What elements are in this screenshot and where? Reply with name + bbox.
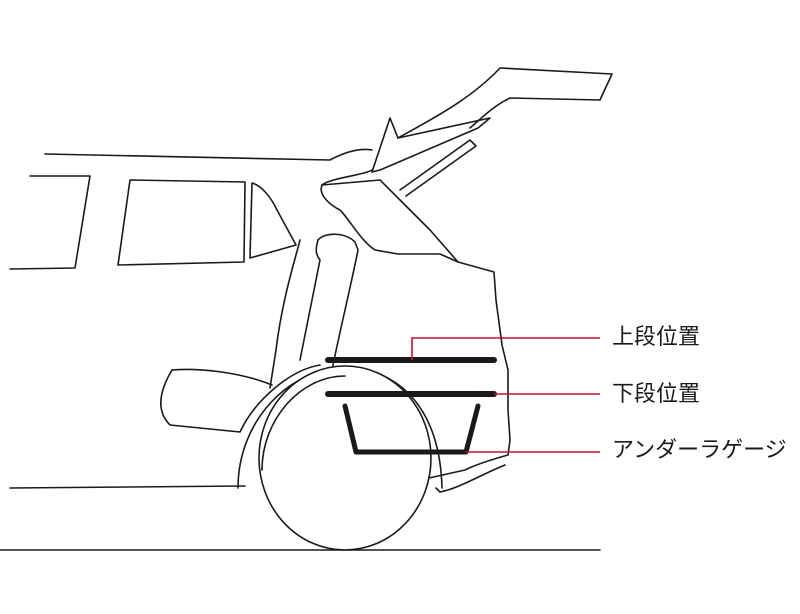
tailgate-top: [397, 67, 613, 139]
rocker-line: [9, 485, 246, 489]
quarter-window: [117, 179, 246, 266]
fender-line: [159, 364, 321, 433]
spare-tire: [258, 365, 432, 551]
callout-under-luggage: アンダーラゲージ: [612, 438, 787, 463]
rear-skirt: [435, 464, 506, 493]
cargo-cover-roll: [317, 233, 359, 371]
tailgate-open: [371, 117, 491, 173]
side-window-left: [9, 175, 91, 270]
callout-upper-position: 上段位置: [612, 325, 701, 350]
small-window: [249, 182, 297, 259]
tailgate-edge: [321, 179, 459, 263]
tailgate-strut: [399, 139, 477, 197]
leader-line-upper: [411, 337, 600, 360]
body-contour: [269, 239, 301, 389]
cargo-cover-body: [299, 239, 321, 361]
fender-top: [171, 368, 273, 386]
tire-inner: [261, 375, 346, 471]
callout-lower-position: 下段位置: [612, 382, 701, 407]
under-luggage-basket: [342, 403, 481, 455]
roof-line: [44, 148, 373, 161]
